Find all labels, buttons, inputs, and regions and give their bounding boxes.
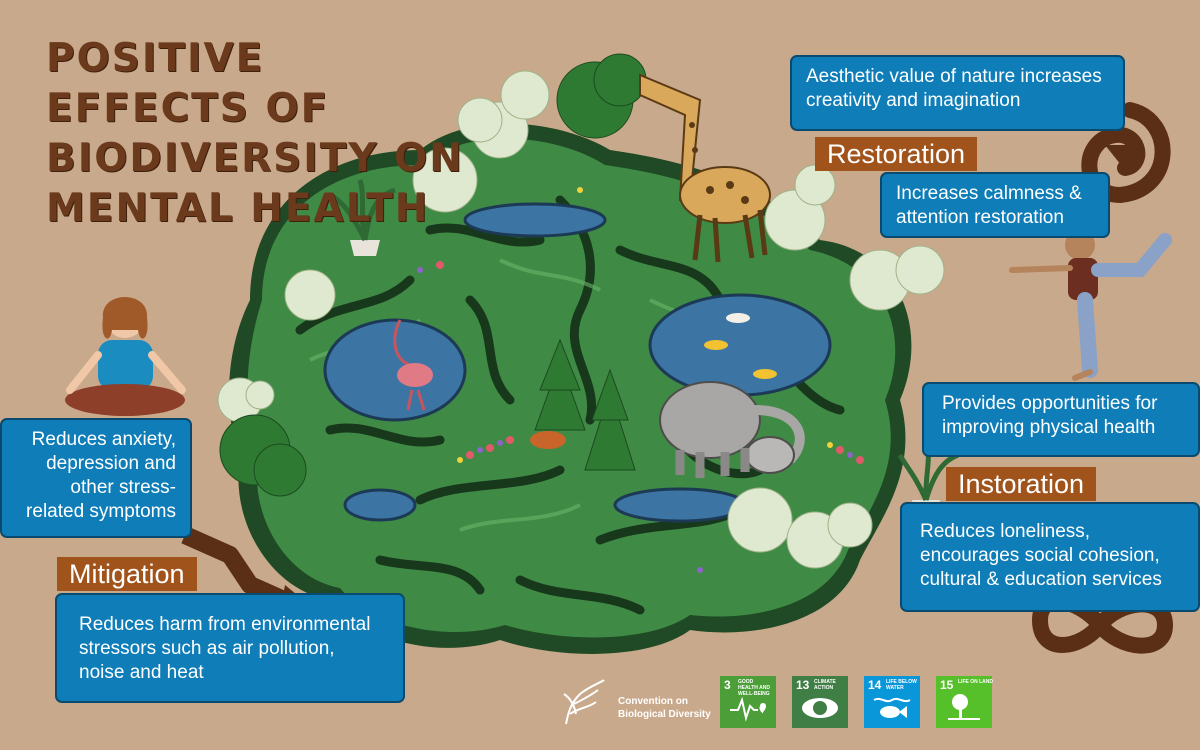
cbd-name: Convention on Biological Diversity [618, 695, 711, 721]
cbd-logo-icon [563, 679, 605, 725]
fish-icon [873, 697, 911, 718]
sdg-number: 3 [724, 678, 731, 692]
sdg-caption: CLIMATE ACTION [814, 679, 836, 691]
physical-health-box: Provides opportunities for improving phy… [922, 382, 1200, 457]
aesthetic-value-box: Aesthetic value of nature increases crea… [790, 55, 1125, 131]
eye-globe-icon [802, 698, 838, 718]
sdg-15-tile: 15 LIFE ON LAND [936, 676, 993, 728]
sdg-number: 15 [940, 678, 954, 692]
sdg-caption: LIFE BELOW WATER [886, 679, 917, 691]
sdg-14-tile: 14 LIFE BELOW WATER [864, 676, 920, 728]
sdg-number: 13 [796, 678, 810, 692]
sdg-3-tile: 3 GOOD HEALTH AND WELL-BEING [720, 676, 776, 728]
sdg-caption: LIFE ON LAND [958, 679, 993, 685]
social-cohesion-box: Reduces loneliness, encourages social co… [900, 502, 1200, 612]
instoration-label: Instoration [946, 467, 1097, 501]
sdg-13-tile: 13 CLIMATE ACTION [792, 676, 848, 728]
anxiety-box: Reduces anxiety, depression and other st… [0, 418, 192, 538]
mitigation-label: Mitigation [57, 557, 197, 591]
calmness-box: Increases calmness & attention restorati… [880, 172, 1110, 238]
heartbeat-icon [730, 696, 766, 722]
restoration-label: Restoration [815, 137, 978, 171]
page-title: Positive effects of biodiversity on ment… [46, 36, 464, 231]
tree-icon [948, 694, 980, 720]
cbd-line-1: Convention on [618, 696, 688, 707]
mitigation-box: Reduces harm from environmental stressor… [55, 593, 405, 703]
cbd-line-2: Biological Diversity [618, 709, 711, 720]
sdg-caption: GOOD HEALTH AND WELL-BEING [738, 679, 770, 697]
sdg-number: 14 [868, 678, 882, 692]
